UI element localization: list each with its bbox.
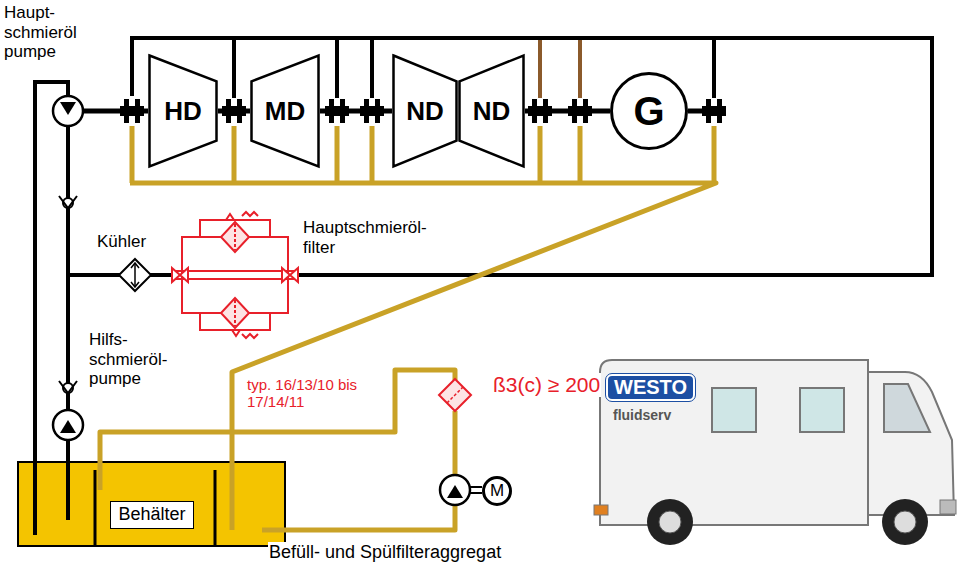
generator-circle: G [610,72,688,150]
shaft-connector [218,109,250,114]
check-valve-part [59,196,77,208]
component-label: Hauptschmieröl- filter [302,218,428,257]
service-truck-part [712,388,756,432]
node-label: G [633,89,664,133]
cleanliness-class: typ. 16/13/10 bis 17/14/11 [246,376,360,411]
main-oil-filter-part [200,220,270,330]
turbine-section: MD [250,54,320,168]
service-truck-part [600,360,868,525]
drain-oil-line [130,126,716,530]
brand-logo: WESTO [606,374,695,401]
drawing-part-part [222,106,246,116]
main-oil-pump-part [53,96,83,126]
node-label: Behälter [118,505,185,525]
component-label: Hilfs- schmieröl- pumpe [88,330,168,389]
trapezoid-outline [150,56,217,167]
turbine-section: ND [458,54,525,168]
node-label: M [490,482,504,501]
motor-circle: M [482,476,512,506]
drawing-part-part [325,106,349,116]
trapezoid-outline [460,56,524,167]
service-truck-part [647,499,693,545]
unit-caption: Befüll- und Spülfilteraggregat [268,542,502,563]
drawing-part-part [120,106,144,116]
circle-outline [484,478,511,505]
flushing-filter [439,379,471,411]
node-label: ND [406,97,444,126]
flushing-pump-part [447,485,463,498]
main-oil-filter-part [172,268,298,282]
service-truck-part [894,511,916,533]
flushing-pump-part [470,492,482,494]
component-label: Kühler [96,232,147,252]
drawing-part-part [528,106,552,116]
circle-outline [612,74,687,149]
filter-rating: ß3(c) ≥ 200 [492,373,601,397]
pressure-oil-line [35,38,932,535]
flushing-filter-line [100,370,455,530]
node-label: HD [164,97,202,126]
service-truck-part [659,511,681,533]
main-oil-filter-part [242,212,258,338]
flushing-filter-line-part [262,505,455,530]
flushing-filter-part [447,387,463,403]
service-truck-part [884,384,930,432]
oil-tank-part [94,470,97,546]
check-valve-part [59,381,77,393]
service-truck-part [868,372,954,515]
oil-cooler-part [119,259,151,291]
node-label: MD [265,97,305,126]
drain-oil-line-part [130,183,716,530]
shaft-connector [320,109,392,114]
oil-tank [18,462,285,546]
pressure-oil-line-part [35,82,68,535]
service-truck-part [594,505,608,515]
shaft-connector [525,109,610,114]
turbine-section: ND [392,54,458,168]
drawing-part-part [568,106,592,116]
flushing-pump-part [440,475,470,505]
main-oil-filter-part [226,214,240,336]
generator-oil-line-part [540,40,580,98]
oil-tank-part [214,470,217,546]
main-oil-filter-part [234,224,236,326]
main-oil-pump [53,96,83,126]
trapezoid-outline [252,56,319,167]
flushing-filter-line-part [453,411,458,475]
node-label: ND [473,97,511,126]
service-truck-part [940,500,956,514]
auxiliary-oil-pump [53,410,83,440]
drawing-part-part [702,106,726,116]
service-truck-part [882,499,928,545]
trapezoid-outline [394,56,457,167]
main-oil-filter [172,212,298,338]
brand-text: fluidserv [612,407,672,423]
auxiliary-oil-pump-part [53,410,83,440]
tank-label-box: Behälter [110,501,194,529]
pressure-oil-line-part [66,126,70,520]
oil-cooler-part [131,263,139,287]
service-truck [594,360,956,545]
flushing-pump [440,475,482,505]
main-oil-pump-part [60,102,76,115]
component-label: Haupt- schmieröl pumpe [3,3,78,62]
service-truck-part [800,388,844,432]
pressure-oil-line-part [68,38,932,275]
flushing-filter-part [439,379,471,411]
drawing-part-part [360,106,384,116]
main-oil-filter-part [221,222,249,328]
oil-cooler-part [134,264,136,286]
turbine-section: HD [148,54,218,168]
flushing-pump-part [470,486,482,488]
check-valve [59,196,77,393]
oil-tank-part [18,462,285,546]
main-oil-filter-part [172,271,298,279]
generator-oil-line [540,40,580,98]
oil-cooler [119,259,151,291]
auxiliary-oil-pump-part [60,420,76,433]
